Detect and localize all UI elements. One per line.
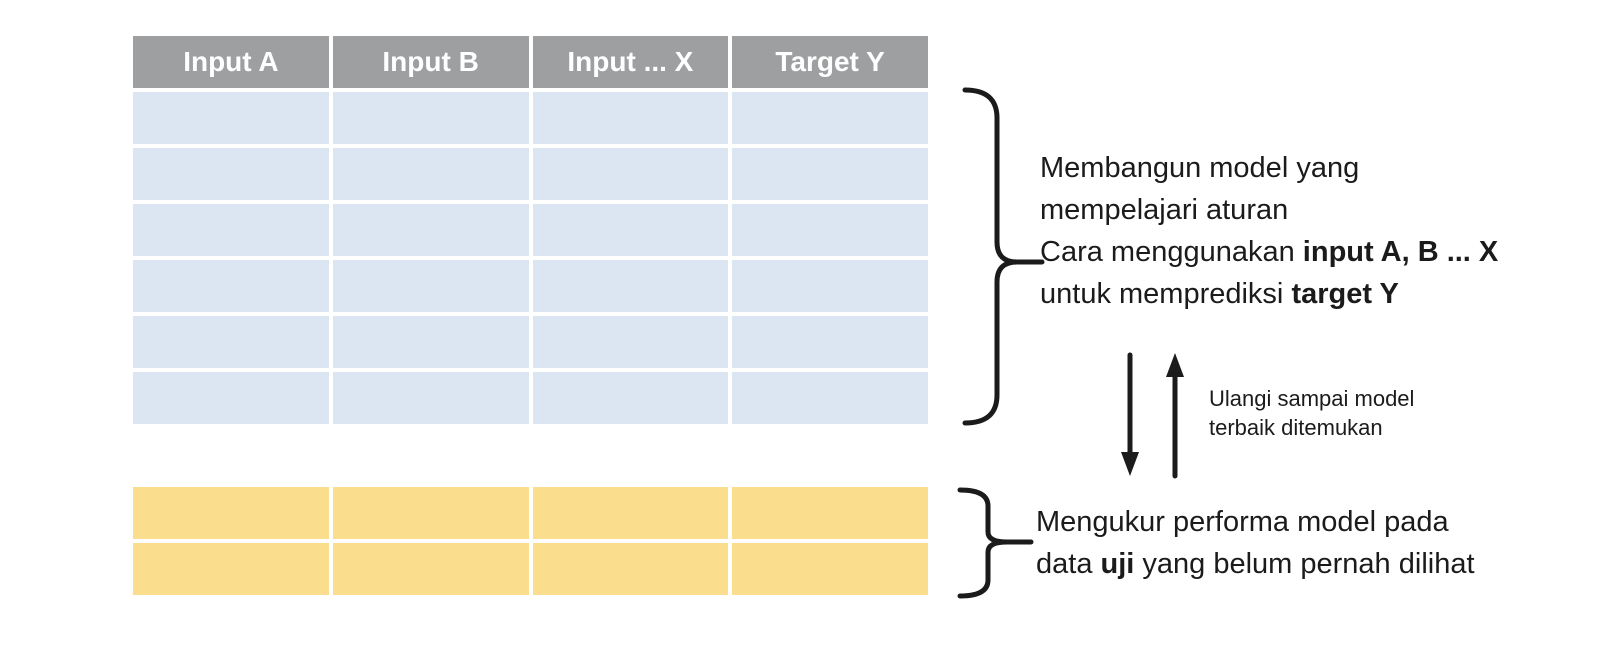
test-data-table <box>133 487 928 595</box>
train-cell <box>332 260 529 312</box>
test-cell <box>332 543 529 595</box>
train-cell <box>133 204 329 256</box>
train-data-table <box>133 92 928 424</box>
train-cell <box>332 148 529 200</box>
repeat-annotation: Ulangi sampai model terbaik ditemukan <box>1209 384 1414 442</box>
train-cell <box>332 204 529 256</box>
test-cell <box>133 543 329 595</box>
train-cell <box>133 92 329 144</box>
train-annotation-line4: untuk memprediksi target Y <box>1040 278 1399 310</box>
train-cell <box>732 372 928 424</box>
test-annotation: Mengukur performa model pada data uji ya… <box>1036 501 1475 585</box>
train-brace-icon <box>962 87 1045 426</box>
header-cell: Input ... X <box>532 36 729 88</box>
arrow-up-icon <box>1166 353 1184 479</box>
test-annotation-line1: Mengukur performa model pada <box>1036 506 1449 538</box>
train-annotation: Membangun model yang mempelajari aturan … <box>1040 147 1498 315</box>
test-cell <box>732 543 928 595</box>
test-cell <box>133 487 329 539</box>
test-cell <box>332 487 529 539</box>
train-cell <box>532 204 729 256</box>
train-cell <box>332 316 529 368</box>
train-cell <box>532 316 729 368</box>
test-brace-icon <box>957 487 1034 599</box>
train-cell <box>532 148 729 200</box>
repeat-annotation-line1: Ulangi sampai model <box>1209 386 1415 411</box>
train-annotation-line2: mempelajari aturan <box>1040 194 1289 226</box>
train-cell <box>732 92 928 144</box>
train-cell <box>133 316 329 368</box>
train-cell <box>732 316 928 368</box>
train-cell <box>332 372 529 424</box>
train-cell <box>532 260 729 312</box>
header-cell: Input A <box>133 36 329 88</box>
train-cell <box>532 372 729 424</box>
train-cell <box>532 92 729 144</box>
arrow-down-icon <box>1121 352 1139 476</box>
header-cell: Input B <box>332 36 529 88</box>
train-cell <box>133 372 329 424</box>
repeat-annotation-line2: terbaik ditemukan <box>1209 415 1383 440</box>
test-annotation-line2: data uji yang belum pernah dilihat <box>1036 548 1475 580</box>
test-cell <box>532 487 729 539</box>
train-cell <box>332 92 529 144</box>
train-cell <box>133 148 329 200</box>
test-cell <box>532 543 729 595</box>
train-cell <box>133 260 329 312</box>
header-cell: Target Y <box>732 36 928 88</box>
train-cell <box>732 148 928 200</box>
train-annotation-line1: Membangun model yang <box>1040 152 1360 184</box>
train-cell <box>732 260 928 312</box>
train-annotation-line3: Cara menggunakan input A, B ... X <box>1040 236 1499 268</box>
test-cell <box>732 487 928 539</box>
train-cell <box>732 204 928 256</box>
